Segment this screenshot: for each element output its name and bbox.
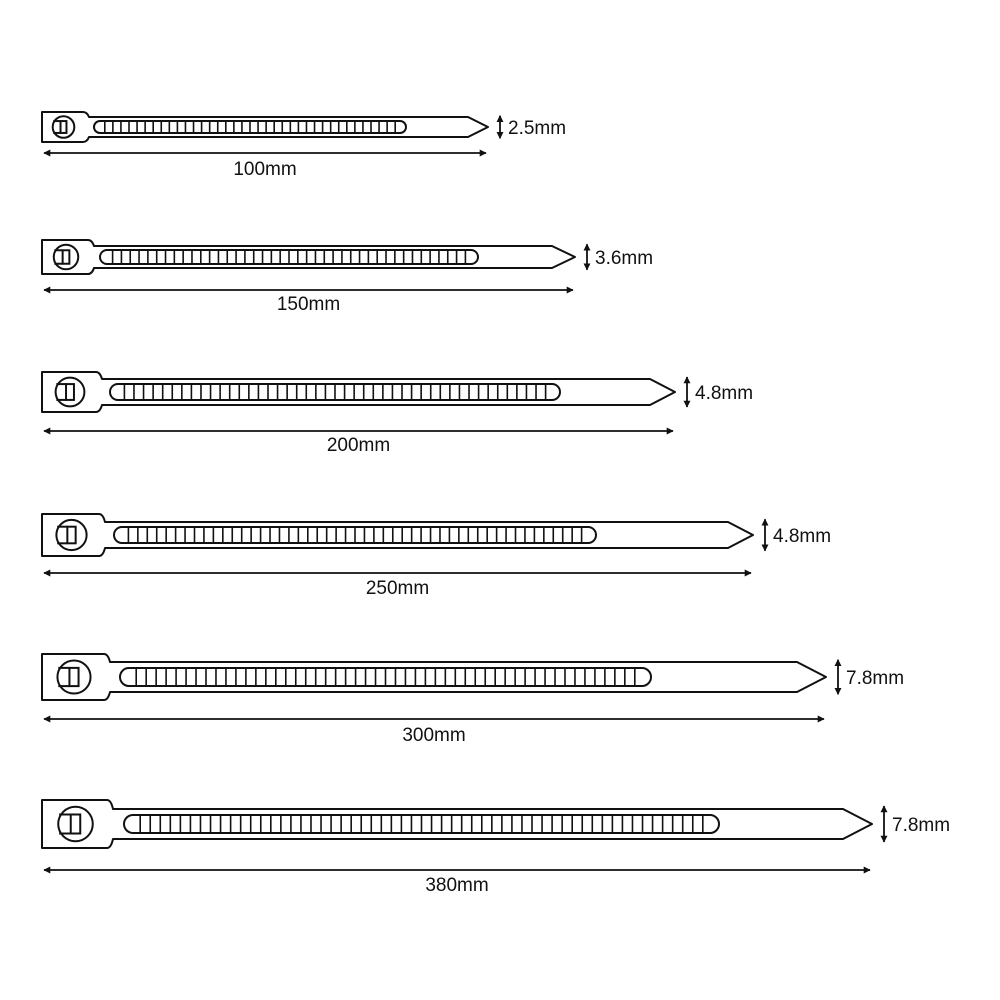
length-label-150mm: 150mm: [277, 294, 340, 315]
head-pawl: [59, 120, 68, 134]
length-label-100mm: 100mm: [233, 159, 296, 180]
tie-outline: [41, 239, 576, 275]
tie-outline: [41, 513, 754, 557]
width-label-7-8mm: 7.8mm: [846, 668, 904, 689]
length-label-300mm: 300mm: [402, 725, 465, 746]
tie-outline: [41, 371, 676, 413]
head-pawl: [66, 525, 77, 545]
length-label-250mm: 250mm: [366, 578, 429, 599]
width-label-4-8mm: 4.8mm: [695, 383, 753, 404]
cable-tie-250mm: [41, 513, 769, 577]
cable-tie-100mm: [41, 111, 504, 157]
tie-outline: [41, 799, 873, 849]
head-ring: [57, 805, 94, 843]
length-label-200mm: 200mm: [327, 435, 390, 456]
cable-tie-300mm: [41, 653, 842, 723]
width-label-7-8mm-b: 7.8mm: [892, 815, 950, 836]
head-pawl: [65, 383, 75, 401]
width-label-2-5mm: 2.5mm: [508, 118, 566, 139]
head-ring: [52, 243, 80, 271]
head-ring: [51, 115, 76, 139]
head-ring: [54, 376, 86, 408]
tie-outline: [41, 653, 827, 701]
head-pawl: [68, 666, 80, 688]
head-pawl: [61, 249, 71, 265]
width-label-4-8mm-b: 4.8mm: [773, 526, 831, 547]
length-label-380mm: 380mm: [425, 875, 488, 896]
cable-tie-150mm: [41, 239, 591, 294]
head-ring: [56, 659, 92, 695]
cable-tie-200mm: [41, 371, 691, 435]
cable-tie-380mm: [41, 799, 888, 874]
width-label-3-6mm: 3.6mm: [595, 248, 653, 269]
tie-outline: [41, 111, 489, 143]
head-ring: [55, 518, 88, 552]
head-pawl: [69, 813, 82, 835]
